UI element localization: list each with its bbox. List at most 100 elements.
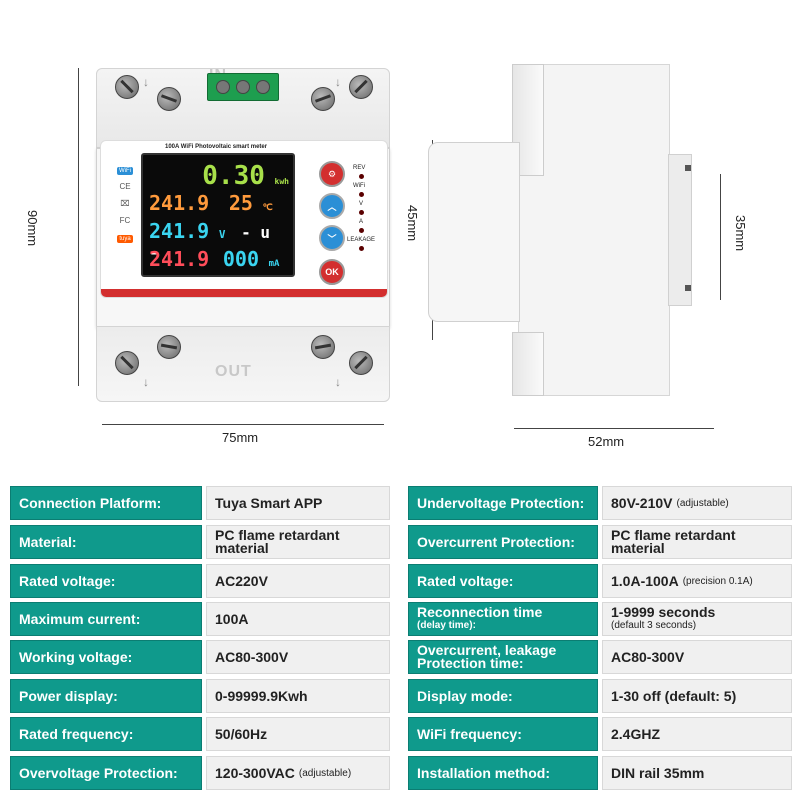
spec-label-text: Material: (19, 533, 77, 550)
fc-logo: FC (119, 216, 131, 225)
top-terminal-cover: IN ↓ ↓ (96, 67, 390, 148)
spec-value-line: PC flame retardant (215, 527, 340, 543)
bottom-terminal-cover: OUT ↓ ↓ (96, 326, 390, 402)
spec-value-left-4: AC80-300V (206, 640, 390, 674)
down-button[interactable]: ﹀ (319, 225, 345, 251)
spec-value-text: 120-300VAC (215, 764, 295, 781)
ce-logo: CE (119, 182, 131, 191)
spec-value-right-0: 80V-210V(adjustable) (602, 486, 792, 520)
spec-label-text: Working voltage: (19, 648, 133, 665)
up-button[interactable]: ︿ (319, 193, 345, 219)
lcd-mode-indicator: - u - (149, 223, 271, 262)
height-dimension-line (78, 68, 79, 386)
down-arrow-icon: ↓ (335, 75, 341, 89)
v-indicator-label: V (359, 201, 364, 207)
terminal-screw-icon (216, 80, 230, 94)
spec-value-text: AC80-300V (215, 648, 289, 665)
certification-logos: WiFi CE ⌧ FC tuya (113, 165, 137, 250)
spec-value-left-3: 100A (206, 602, 390, 636)
leakage-indicator-label: LEAKAGE (347, 237, 376, 243)
spec-label-text: Overvoltage Protection: (19, 764, 178, 781)
spec-label-right-0: Undervoltage Protection: (408, 486, 598, 520)
screw-icon (311, 87, 335, 111)
spec-label-left-2: Rated voltage: (10, 564, 202, 598)
spec-value-right-6: 2.4GHZ (602, 717, 792, 751)
lcd-current-unit: mA (268, 259, 280, 269)
spec-label-text: Maximum current: (19, 610, 141, 627)
side-bottom-cover (512, 332, 544, 396)
ok-button[interactable]: OK (319, 259, 345, 285)
spec-label-right-1: Overcurrent Protection: (408, 525, 598, 559)
lcd-voltage-value-2: 241.9 (149, 219, 210, 243)
spec-value-text: AC80-300V (611, 648, 685, 665)
spec-label-text: Rated frequency: (19, 725, 134, 742)
panel-red-strip (101, 289, 387, 297)
spec-value-text: 50/60Hz (215, 725, 268, 742)
spec-value-right-2: 1.0A-100A(precision 0.1A) (602, 564, 792, 598)
lcd-temperature-value: 25 (228, 191, 253, 215)
down-arrow-icon: ↓ (143, 75, 149, 89)
settings-button[interactable]: ⚙ (319, 161, 345, 187)
spec-value-right-7: DIN rail 35mm (602, 756, 792, 790)
spec-label-right-7: Installation method: (408, 756, 598, 790)
spec-value-text: DIN rail 35mm (611, 764, 705, 781)
spec-label-right-2: Rated voltage: (408, 564, 598, 598)
spec-value-right-5: 1-30 off (default: 5) (602, 679, 792, 713)
spec-value-text: 1-30 off (default: 5) (611, 687, 737, 704)
spec-label-line-2: (delay time): (417, 620, 476, 631)
spec-value-line-2: material (215, 540, 269, 556)
spec-value-left-7: 120-300VAC(adjustable) (206, 756, 390, 790)
spec-value-right-3: 1-9999 seconds(default 3 seconds) (602, 602, 792, 636)
spec-label-line-2: Protection time: (417, 655, 524, 671)
spec-label-text: Power display: (19, 687, 118, 704)
spec-label-right-5: Display mode: (408, 679, 598, 713)
panel-title: 100A WiFi Photovoltaic smart meter (165, 144, 268, 150)
spec-value-left-0: Tuya Smart APP (206, 486, 390, 520)
port-out-label: OUT (215, 363, 252, 380)
rev-indicator-led (359, 174, 364, 179)
height-dimension-label: 90mm (25, 210, 40, 247)
chevron-up-icon: ︿ (327, 201, 337, 212)
screw-icon (157, 335, 181, 359)
spec-value-line-2: (default 3 seconds) (611, 620, 697, 631)
a-indicator-led (359, 228, 364, 233)
spec-value-text: 80V-210V (611, 494, 673, 511)
spec-label-left-7: Overvoltage Protection: (10, 756, 202, 790)
tuya-logo: tuya (117, 235, 133, 243)
side-front-protrusion (428, 142, 520, 322)
rail-dimension-label: 35mm (733, 215, 748, 252)
leakage-indicator-led (359, 246, 364, 251)
spec-value-left-5: 0-99999.9Kwh (206, 679, 390, 713)
spec-label-left-5: Power display: (10, 679, 202, 713)
screw-icon (349, 75, 373, 99)
rail-dimension-line (720, 174, 721, 300)
spec-label-left-4: Working voltage: (10, 640, 202, 674)
spec-label-text: Rated voltage: (19, 572, 116, 589)
spec-value-text: 2.4GHZ (611, 725, 661, 742)
green-terminal-block (207, 73, 279, 101)
spec-value-line-2: material (611, 540, 665, 556)
lcd-voltage-value: 241.9 (149, 191, 210, 215)
screw-icon (115, 351, 139, 375)
spec-value-note: (adjustable) (298, 767, 352, 779)
terminal-screw-icon (236, 80, 250, 94)
spec-value-text: 1.0A-100A (611, 572, 679, 589)
spec-value-text: Tuya Smart APP (215, 494, 323, 511)
spec-label-right-3: Reconnection time(delay time): (408, 602, 598, 636)
screw-icon (157, 87, 181, 111)
spec-value-text: 100A (215, 610, 249, 627)
wifi-indicator-label: WiFi (353, 183, 365, 189)
lcd-display: 0.30 kwh 241.9 25 ℃ 241.9 V - u - 241.9 … (141, 153, 295, 277)
spec-label-left-3: Maximum current: (10, 602, 202, 636)
lcd-voltage-value-3: 241.9 (149, 247, 210, 271)
spec-value-left-2: AC220V (206, 564, 390, 598)
down-arrow-icon: ↓ (335, 375, 341, 389)
width-dimension-label: 75mm (222, 430, 259, 445)
spec-label-text: Display mode: (417, 687, 513, 704)
spec-label-text: Connection Platform: (19, 494, 162, 511)
spec-value-right-4: AC80-300V (602, 640, 792, 674)
spec-label-right-6: WiFi frequency: (408, 717, 598, 751)
recycle-bin-icon: ⌧ (120, 199, 130, 208)
